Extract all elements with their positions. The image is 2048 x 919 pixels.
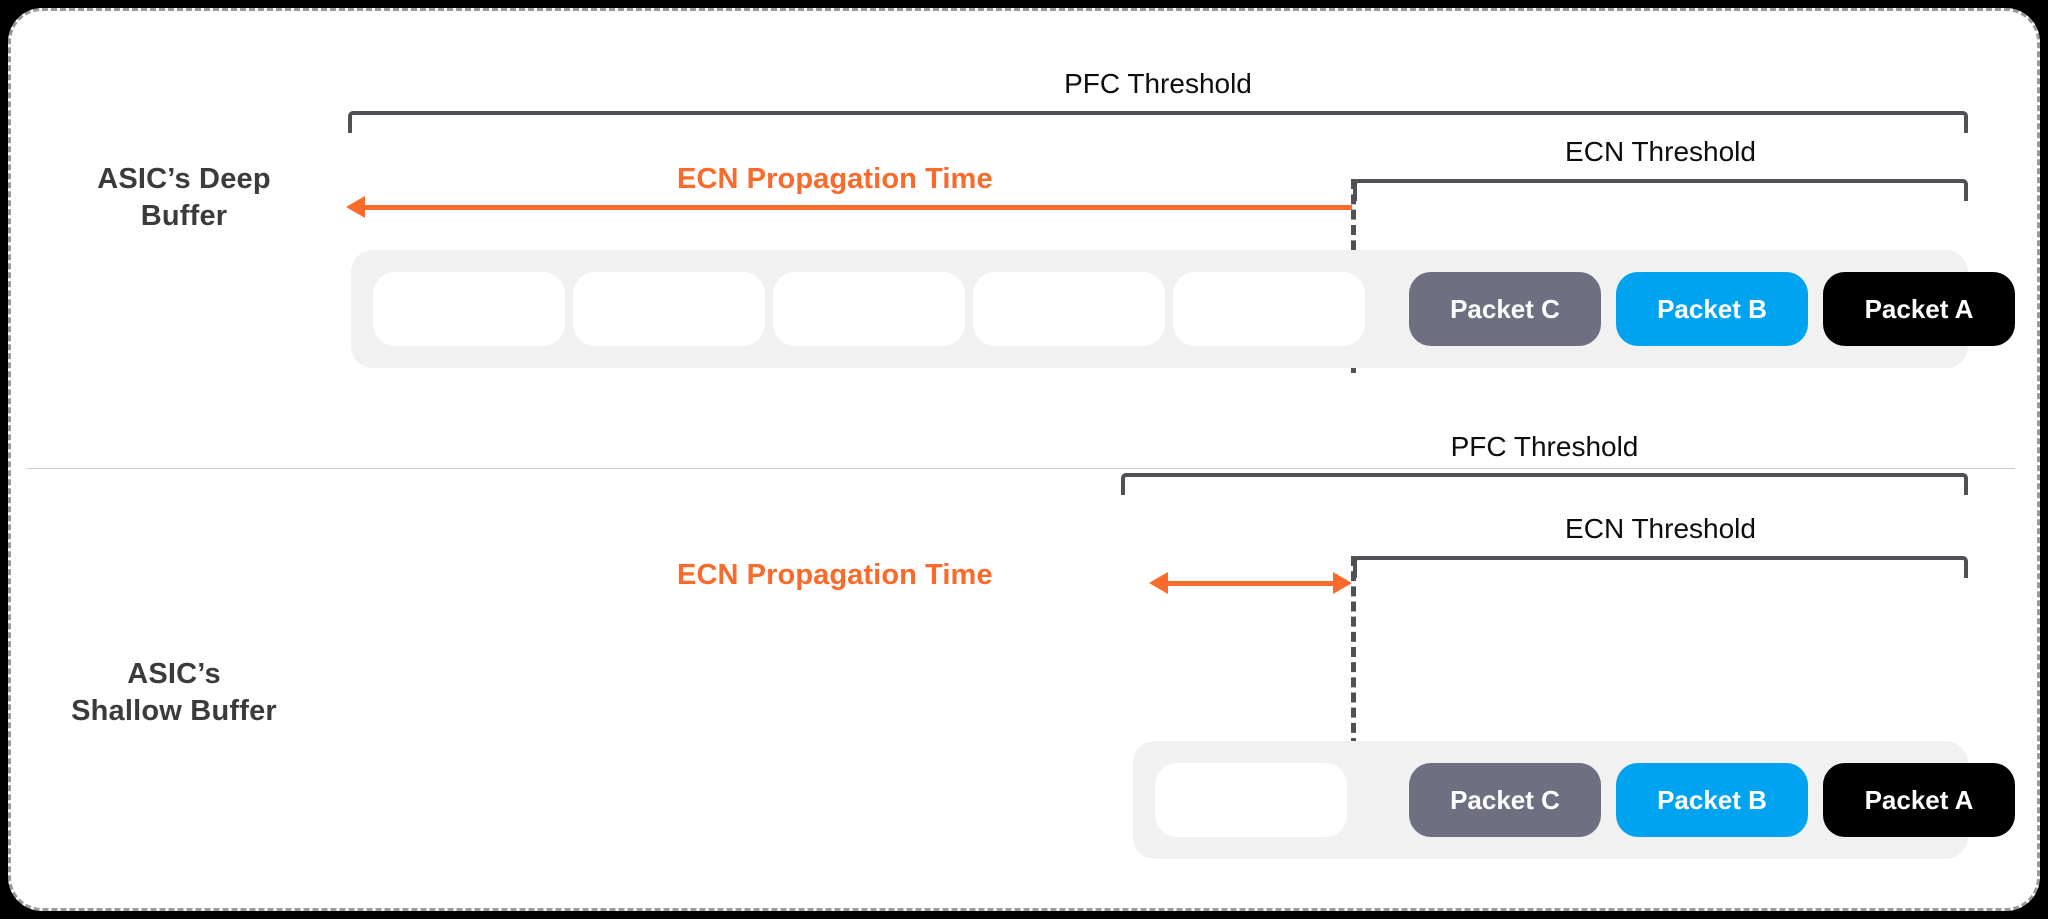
ecn-threshold-label-shallow: ECN Threshold xyxy=(1565,513,1756,544)
packet-c-pill[interactable]: Packet C xyxy=(1409,272,1601,346)
ecn-threshold-dashed-marker-shallow xyxy=(1351,556,1356,748)
packet-b-label: Packet B xyxy=(1657,784,1767,815)
ecn-propagation-arrowhead-right-shallow xyxy=(1333,572,1352,594)
buffer-slot-empty xyxy=(1173,272,1365,346)
shallow-buffer-tray: Packet C Packet B Packet A xyxy=(1133,741,2015,859)
ecn-propagation-arrowhead-left-shallow xyxy=(1149,572,1168,594)
packet-a-pill[interactable]: Packet A xyxy=(1823,272,2015,346)
ecn-threshold-label-deep: ECN Threshold xyxy=(1565,136,1756,167)
packet-c-label: Packet C xyxy=(1450,784,1560,815)
ecn-threshold-bracket-shallow xyxy=(1353,556,1968,578)
pfc-threshold-label-deep: PFC Threshold xyxy=(1064,68,1252,99)
buffer-slot-empty xyxy=(1155,763,1347,837)
deep-buffer-tray: Packet C Packet B Packet A xyxy=(351,250,2015,368)
buffer-slot-empty xyxy=(773,272,965,346)
ecn-threshold-bracket-deep xyxy=(1353,179,1968,201)
buffer-slot-empty xyxy=(373,272,565,346)
ecn-propagation-label-shallow: ECN Propagation Time xyxy=(677,559,993,591)
ecn-propagation-arrow-line-shallow xyxy=(1168,581,1333,586)
packet-a-pill[interactable]: Packet A xyxy=(1823,763,2015,837)
packet-b-pill[interactable]: Packet B xyxy=(1616,763,1808,837)
diagram-card: ASIC’s Deep Buffer PFC Threshold ECN Thr… xyxy=(8,8,2040,911)
packet-c-label: Packet C xyxy=(1450,293,1560,324)
packet-b-pill[interactable]: Packet B xyxy=(1616,272,1808,346)
packet-a-label: Packet A xyxy=(1864,784,1974,815)
packet-c-pill[interactable]: Packet C xyxy=(1409,763,1601,837)
pfc-threshold-bracket-deep xyxy=(348,111,1968,133)
packet-a-label: Packet A xyxy=(1864,293,1974,324)
deep-buffer-row-title: ASIC’s Deep Buffer xyxy=(97,163,271,233)
buffer-slot-empty xyxy=(573,272,765,346)
ecn-propagation-arrowhead-left-deep xyxy=(346,196,365,218)
ecn-propagation-label-deep: ECN Propagation Time xyxy=(677,163,993,195)
packet-b-label: Packet B xyxy=(1657,293,1767,324)
ecn-propagation-arrow-line-deep xyxy=(365,205,1352,210)
shallow-buffer-row-title: ASIC’s Shallow Buffer xyxy=(71,658,277,728)
pfc-threshold-label-shallow: PFC Threshold xyxy=(1450,431,1639,462)
buffer-slot-empty xyxy=(973,272,1165,346)
pfc-threshold-bracket-shallow xyxy=(1121,473,1968,495)
panel-divider xyxy=(27,468,2015,469)
